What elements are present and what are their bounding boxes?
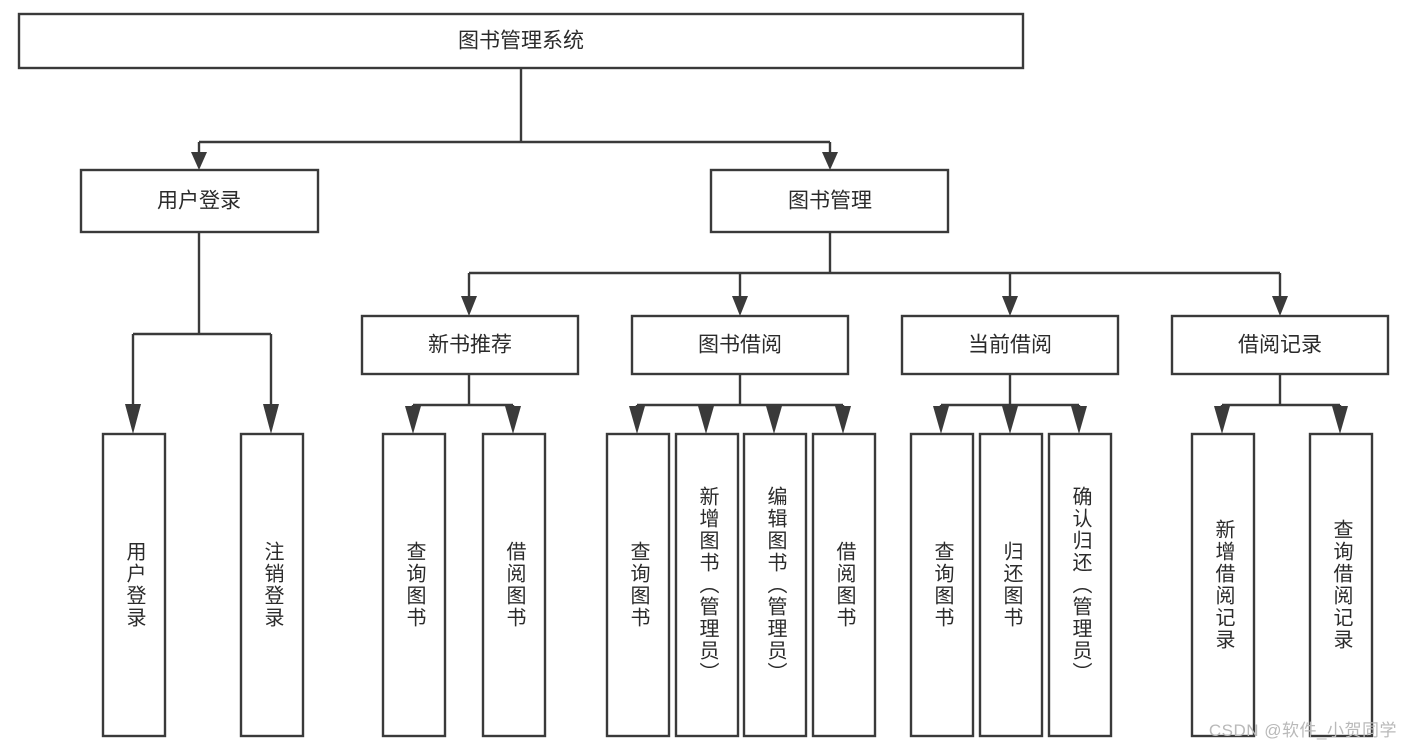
arrow-leaf-4 xyxy=(505,406,521,434)
node-new-book-recommend[interactable]: 新书推荐 xyxy=(360,314,580,376)
leaf-node-logout[interactable]: 注销登录 xyxy=(239,432,305,738)
arrow-leaf-9 xyxy=(933,406,949,434)
node-user-login[interactable]: 用户登录 xyxy=(79,168,320,234)
leaf-node-add-book-admin-label: 新增图书（管理员） xyxy=(696,486,719,684)
leaf-node-user-login[interactable]: 用户登录 xyxy=(101,432,167,738)
leaf-node-edit-book-admin-label: 编辑图书（管理员） xyxy=(764,486,787,684)
arrow-to-new-book xyxy=(461,296,477,316)
leaf-node-confirm-return-admin[interactable]: 确认归还（管理员） xyxy=(1047,432,1113,738)
leaf-node-edit-book-admin[interactable]: 编辑图书（管理员） xyxy=(742,432,808,738)
node-borrow-record[interactable]: 借阅记录 xyxy=(1170,314,1390,376)
leaf-node-user-login-label: 用户登录 xyxy=(123,541,146,629)
node-root-system-label: 图书管理系统 xyxy=(458,30,584,53)
arrow-to-borrow-record xyxy=(1272,296,1288,316)
arrow-leaf-6 xyxy=(698,406,714,434)
arrow-to-current-borrow xyxy=(1002,296,1018,316)
leaf-node-borrow-book-rec[interactable]: 借阅图书 xyxy=(481,432,547,738)
leaf-node-return-book-box[interactable] xyxy=(978,432,1044,738)
node-user-login-box[interactable] xyxy=(79,168,320,234)
node-current-borrow[interactable]: 当前借阅 xyxy=(900,314,1120,376)
node-book-management-label: 图书管理 xyxy=(788,190,872,213)
leaf-node-query-borrow-record[interactable]: 查询借阅记录 xyxy=(1308,432,1374,738)
leaf-node-borrow-book-box[interactable] xyxy=(811,432,877,738)
leaf-node-query-book-borrow-label: 查询图书 xyxy=(627,541,650,629)
arrow-leaf-3 xyxy=(405,406,421,434)
arrow-leaf-5 xyxy=(629,406,645,434)
leaf-node-return-book[interactable]: 归还图书 xyxy=(978,432,1044,738)
node-borrow-record-box[interactable] xyxy=(1170,314,1390,376)
node-book-borrow[interactable]: 图书借阅 xyxy=(630,314,850,376)
leaf-node-add-borrow-record-box[interactable] xyxy=(1190,432,1256,738)
node-root-system-box[interactable] xyxy=(17,12,1025,70)
node-current-borrow-box[interactable] xyxy=(900,314,1120,376)
leaf-node-query-borrow-record-box[interactable] xyxy=(1308,432,1374,738)
leaf-node-logout-box[interactable] xyxy=(239,432,305,738)
leaf-node-query-book-borrow[interactable]: 查询图书 xyxy=(605,432,671,738)
node-borrow-record-label: 借阅记录 xyxy=(1238,334,1322,357)
node-user-login-label: 用户登录 xyxy=(157,190,241,213)
leaf-node-add-borrow-record-label: 新增借阅记录 xyxy=(1212,519,1235,651)
leaf-node-add-book-admin-box[interactable] xyxy=(674,432,740,738)
arrow-leaf-11 xyxy=(1071,406,1087,434)
node-book-borrow-box[interactable] xyxy=(630,314,850,376)
leaf-node-borrow-book[interactable]: 借阅图书 xyxy=(811,432,877,738)
leaf-node-query-book-rec[interactable]: 查询图书 xyxy=(381,432,447,738)
leaf-node-query-book-current-label: 查询图书 xyxy=(931,541,954,629)
node-current-borrow-label: 当前借阅 xyxy=(968,334,1052,357)
arrow-leaf-13 xyxy=(1332,406,1348,434)
leaf-node-user-login-box[interactable] xyxy=(101,432,167,738)
arrow-to-book-manage xyxy=(822,152,838,170)
node-root-system[interactable]: 图书管理系统 xyxy=(17,12,1025,70)
leaf-node-confirm-return-admin-box[interactable] xyxy=(1047,432,1113,738)
leaf-node-borrow-book-rec-label: 借阅图书 xyxy=(503,541,526,629)
arrow-leaf-7 xyxy=(766,406,782,434)
leaf-node-borrow-book-label: 借阅图书 xyxy=(833,541,856,629)
arrow-to-user-login xyxy=(191,152,207,170)
leaf-node-edit-book-admin-box[interactable] xyxy=(742,432,808,738)
arrow-leaf-10 xyxy=(1002,406,1018,434)
leaf-node-add-borrow-record[interactable]: 新增借阅记录 xyxy=(1190,432,1256,738)
arrow-to-borrow xyxy=(732,296,748,316)
leaf-node-query-book-rec-label: 查询图书 xyxy=(403,541,426,629)
leaf-node-add-book-admin[interactable]: 新增图书（管理员） xyxy=(674,432,740,738)
leaf-node-logout-label: 注销登录 xyxy=(261,541,284,629)
leaf-node-query-book-borrow-box[interactable] xyxy=(605,432,671,738)
arrow-leaf-8 xyxy=(835,406,851,434)
arrow-leaf-2 xyxy=(263,404,279,434)
node-book-borrow-label: 图书借阅 xyxy=(698,334,782,357)
leaf-node-borrow-book-rec-box[interactable] xyxy=(481,432,547,738)
node-book-management-box[interactable] xyxy=(709,168,950,234)
node-new-book-recommend-label: 新书推荐 xyxy=(428,334,512,357)
leaf-node-query-book-current-box[interactable] xyxy=(909,432,975,738)
leaf-node-query-book-current[interactable]: 查询图书 xyxy=(909,432,975,738)
node-book-management[interactable]: 图书管理 xyxy=(709,168,950,234)
connector-layer xyxy=(125,68,1348,434)
arrow-leaf-12 xyxy=(1214,406,1230,434)
arrow-leaf-1 xyxy=(125,404,141,434)
node-new-book-recommend-box[interactable] xyxy=(360,314,580,376)
leaf-node-query-book-rec-box[interactable] xyxy=(381,432,447,738)
leaf-node-confirm-return-admin-label: 确认归还（管理员） xyxy=(1069,486,1092,684)
leaf-node-return-book-label: 归还图书 xyxy=(1000,541,1023,629)
leaf-node-query-borrow-record-label: 查询借阅记录 xyxy=(1330,519,1353,651)
